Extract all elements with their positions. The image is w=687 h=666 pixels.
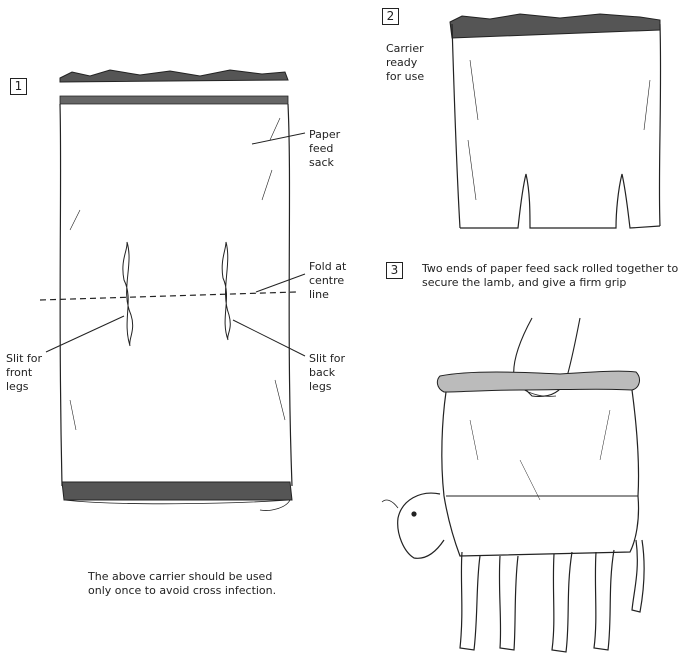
footnote: The above carrier should be used only on… [88,570,276,598]
step-1-number: 1 [10,78,27,95]
carrier-sack-drawing [450,14,661,228]
step-2-caption: Carrier ready for use [386,42,424,84]
flat-sack-drawing [40,70,296,511]
label-slit-front-legs: Slit for front legs [6,352,42,394]
step-3-number: 3 [386,262,403,279]
step-2-number: 2 [382,8,399,25]
leader-lines [46,133,305,356]
label-fold-centre-line: Fold at centre line [309,260,346,302]
lamb-carrier-drawing [382,318,644,652]
label-paper-feed-sack: Paper feed sack [309,128,340,170]
label-slit-back-legs: Slit for back legs [309,352,345,394]
step-3-caption: Two ends of paper feed sack rolled toget… [422,262,678,290]
